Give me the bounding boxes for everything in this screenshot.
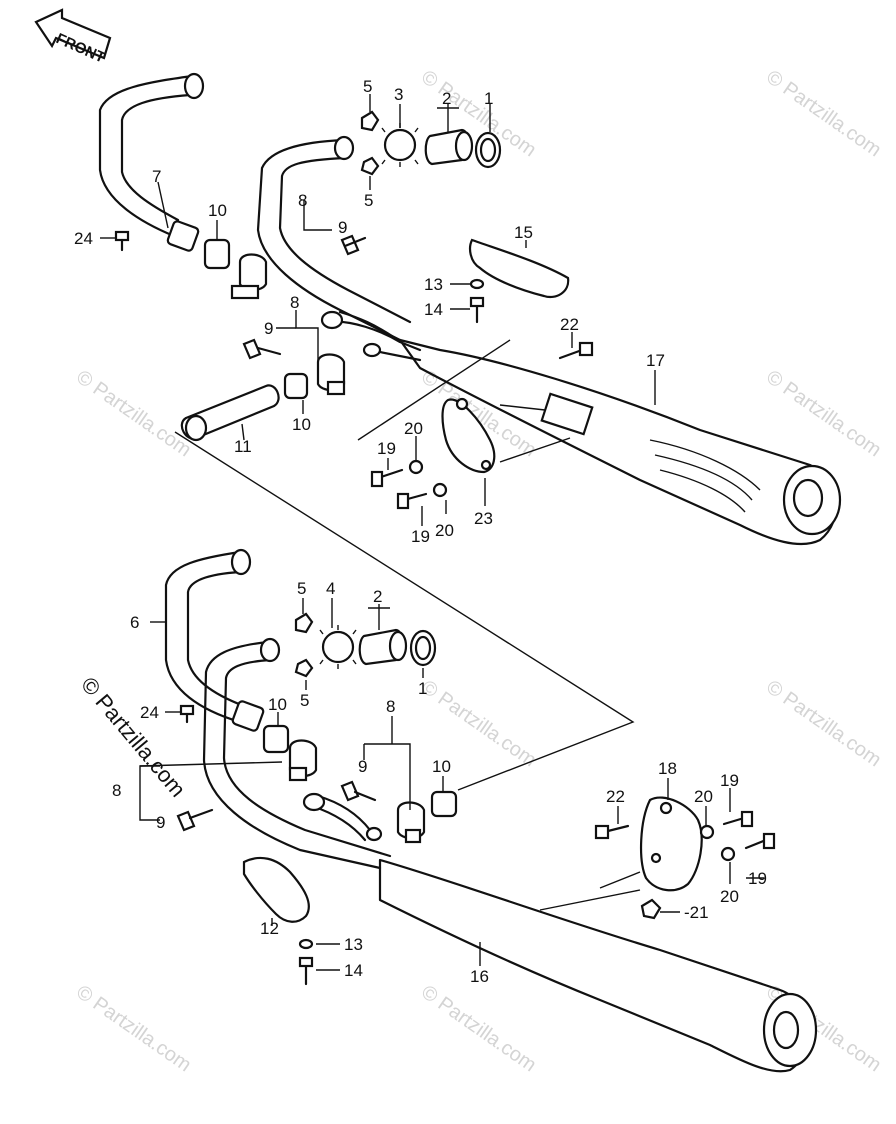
callout-13: 13 — [344, 935, 363, 954]
leader-lines — [100, 94, 764, 971]
lower-exhaust-assembly — [164, 548, 818, 1073]
callout-7: 7 — [152, 167, 161, 186]
callout-10: 10 — [432, 757, 451, 776]
callout-21: -21 — [684, 903, 709, 922]
callout-11: 11 — [234, 437, 252, 456]
callout-8: 8 — [112, 781, 121, 800]
callout-9: 9 — [264, 319, 273, 338]
watermark-dark: © Partzilla.com — [76, 672, 190, 802]
callout-18: 18 — [658, 759, 677, 778]
callout-19: 19 — [411, 527, 430, 546]
callout-8: 8 — [290, 293, 299, 312]
callout-22: 22 — [606, 787, 625, 806]
watermark: © Partzilla.com — [762, 66, 885, 161]
callout-1: 1 — [484, 89, 493, 108]
callout-5: 5 — [297, 579, 306, 598]
callout-20: 20 — [404, 419, 423, 438]
callout-14: 14 — [344, 961, 363, 980]
callout-20: 20 — [720, 887, 739, 906]
callout-16: 16 — [470, 967, 489, 986]
watermark: © Partzilla.com — [417, 981, 540, 1076]
callout-6: 6 — [130, 613, 139, 632]
callout-20: 20 — [694, 787, 713, 806]
callout-5: 5 — [364, 191, 373, 210]
watermark: © Partzilla.com — [72, 981, 195, 1076]
callout-23: 23 — [474, 509, 493, 528]
callout-4: 4 — [326, 579, 335, 598]
reference-lines — [174, 339, 635, 791]
callout-3: 3 — [394, 85, 403, 104]
upper-exhaust-assembly — [98, 72, 842, 546]
callout-10: 10 — [208, 201, 227, 220]
callout-19: 19 — [748, 869, 767, 888]
callout-9: 9 — [156, 813, 165, 832]
callout-5: 5 — [363, 77, 372, 96]
callout-17: 17 — [646, 351, 665, 370]
callout-14: 14 — [424, 300, 443, 319]
callout-24: 24 — [140, 703, 159, 722]
callout-10: 10 — [268, 695, 287, 714]
callout-labels: 1 2 3 5 5 7 10 8 9 24 15 13 14 22 8 9 17… — [74, 77, 767, 986]
callout-19: 19 — [720, 771, 739, 790]
callout-10: 10 — [292, 415, 311, 434]
callout-2: 2 — [373, 587, 382, 606]
callout-20: 20 — [435, 521, 454, 540]
watermark: © Partzilla.com — [72, 366, 195, 461]
callout-12: 12 — [260, 919, 279, 938]
callout-2: 2 — [442, 89, 451, 108]
front-arrow-icon: FRONT — [34, 8, 112, 67]
callout-9: 9 — [358, 757, 367, 776]
watermarks: © Partzilla.com © Partzilla.com © Partzi… — [72, 66, 885, 1076]
callout-5: 5 — [300, 691, 309, 710]
callout-1: 1 — [418, 679, 427, 698]
callout-19: 19 — [377, 439, 396, 458]
callout-22: 22 — [560, 315, 579, 334]
callout-24: 24 — [74, 229, 93, 248]
callout-15: 15 — [514, 223, 533, 242]
callout-13: 13 — [424, 275, 443, 294]
callout-8: 8 — [386, 697, 395, 716]
watermark: © Partzilla.com — [762, 676, 885, 771]
callout-9: 9 — [338, 218, 347, 237]
watermark: © Partzilla.com — [762, 366, 885, 461]
callout-8: 8 — [298, 191, 307, 210]
